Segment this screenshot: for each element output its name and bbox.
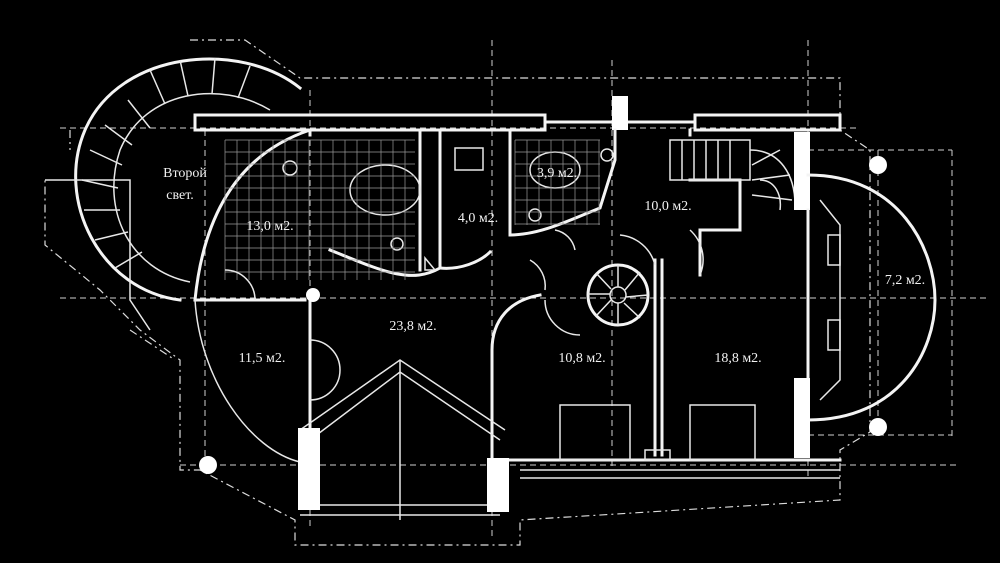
wc-walls — [424, 249, 493, 271]
roof-outline — [44, 39, 871, 546]
room-label-hall-stair: 10,0 м2. — [644, 199, 691, 214]
interior-walls — [193, 208, 842, 463]
bay-room-walls — [794, 173, 937, 458]
bathroom-small-tiles — [514, 139, 600, 225]
room-label-stair-void-line1: Второй — [163, 166, 207, 181]
spiral-stair-center — [586, 258, 664, 457]
room-label-bathroom-large: 13,0 м2. — [246, 219, 293, 234]
room-label-bathroom-small: 3,9 м2. — [537, 166, 577, 181]
bathroom-large-tiles — [224, 139, 415, 280]
room-label-room-east: 18,8 м2. — [714, 351, 761, 366]
room-label-stair-void-line2: свет. — [166, 188, 194, 203]
spiral-stair-left — [45, 57, 303, 331]
room-label-hall-central: 23,8 м2. — [389, 319, 436, 334]
room-label-wc: 4,0 м2. — [458, 211, 498, 226]
room-label-room-middle: 10,8 м2. — [558, 351, 605, 366]
columns — [199, 156, 887, 474]
stair-right — [669, 128, 810, 232]
door-swings — [224, 229, 704, 401]
bathroom-large-walls — [193, 128, 484, 302]
roof-ridge — [299, 359, 506, 520]
north-wall — [193, 96, 842, 132]
room-label-room-west: 11,5 м2. — [239, 351, 286, 366]
south-wall — [298, 428, 840, 512]
room-labels: Второй свет. 13,0 м2. 4,0 м2. 3,9 м2. 10… — [163, 166, 925, 366]
room-label-bay-room: 7,2 м2. — [885, 273, 925, 288]
